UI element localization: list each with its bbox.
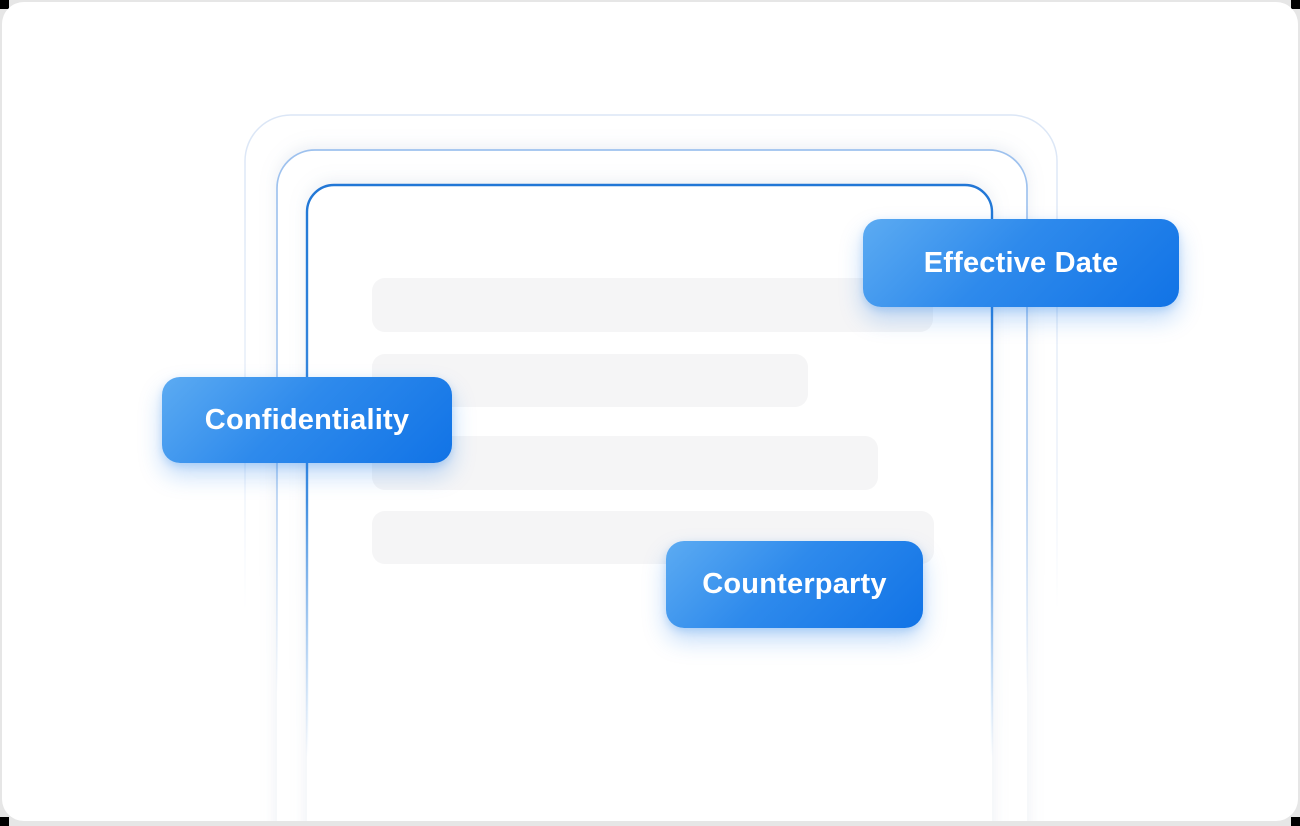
- skeleton-text-line: [372, 436, 878, 490]
- page-corner-backdrop: [0, 817, 9, 826]
- tag-confidentiality-label: Confidentiality: [204, 403, 410, 436]
- page-corner-backdrop: [1291, 0, 1300, 9]
- tag-counterparty: Counterparty: [666, 541, 923, 628]
- tag-effective-date-label: Effective Date: [923, 246, 1119, 279]
- page-corner-backdrop: [1291, 817, 1300, 826]
- page-corner-backdrop: [0, 0, 9, 9]
- tag-effective-date: Effective Date: [863, 219, 1179, 307]
- skeleton-text-line: [372, 278, 933, 332]
- tag-confidentiality: Confidentiality: [162, 377, 452, 463]
- tag-counterparty-label: Counterparty: [702, 568, 887, 600]
- document-frame-inner: [305, 183, 994, 821]
